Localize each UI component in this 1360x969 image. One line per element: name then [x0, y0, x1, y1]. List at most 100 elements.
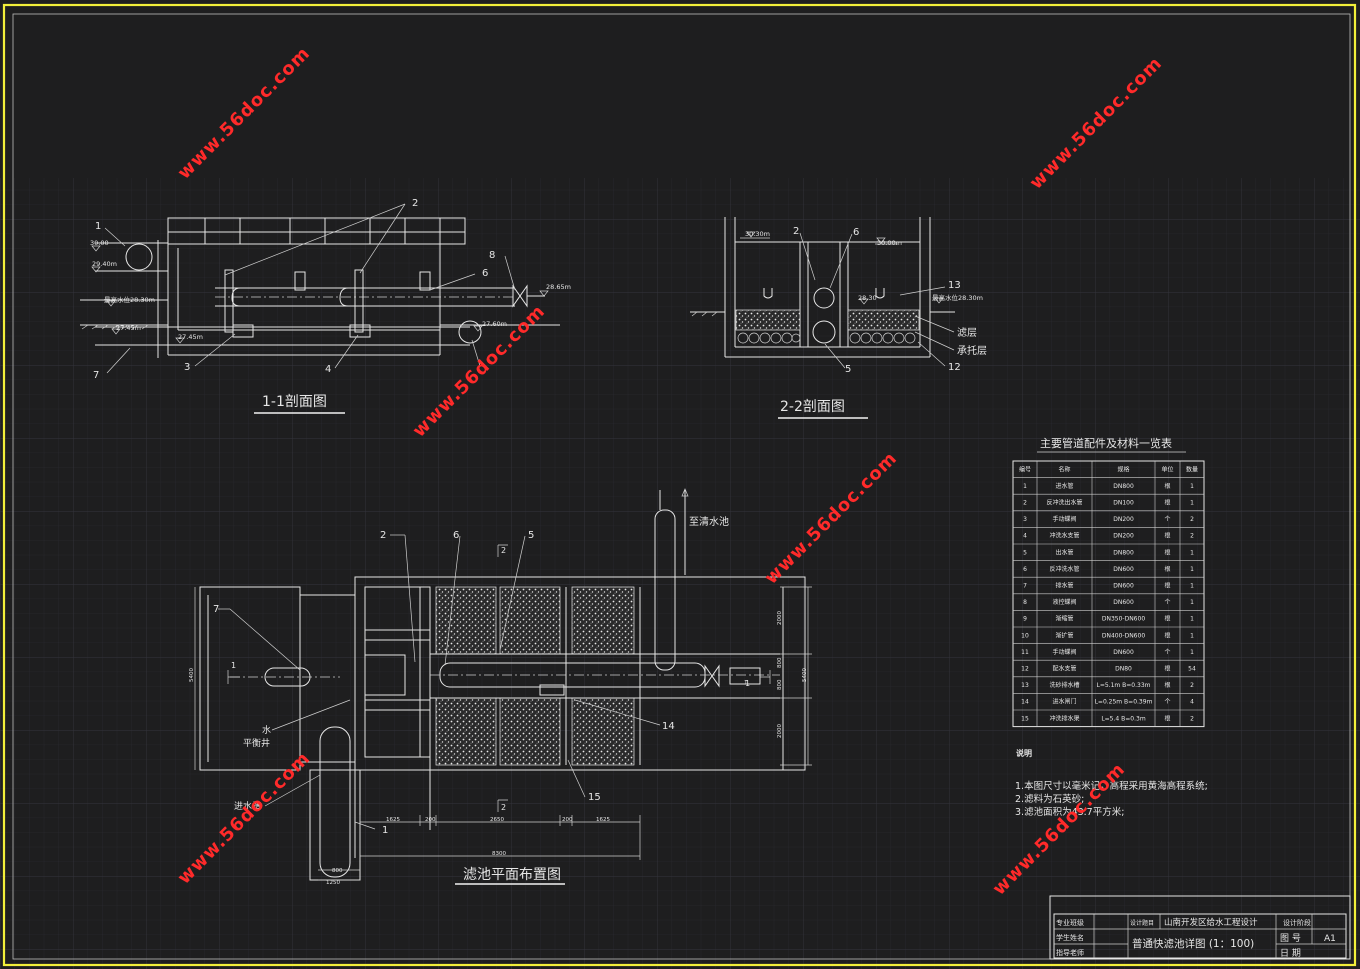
table-cell: DN800: [1113, 483, 1134, 490]
note-line-1: 1.本图尺寸以毫米记，高程采用黄海高程系统;: [1015, 780, 1208, 792]
dim-1: 1: [744, 680, 748, 686]
section-2-2-callouts: 2 6 13 5 12: [793, 226, 961, 375]
outer-frame: [2, 3, 1357, 967]
table-cell: 反冲洗水管: [1049, 565, 1079, 573]
table-cell: 1: [1190, 583, 1194, 590]
table-cell: 冲洗水支管: [1049, 532, 1079, 540]
callout-4: 4: [325, 364, 331, 375]
table-cell: 反冲洗出水管: [1046, 499, 1082, 507]
elev-30-00-b: 30.00m: [877, 239, 902, 247]
section-1-1-elevations: 30.00 29.40m 最高水位28.30m 27.45m 27.45m 28…: [90, 239, 571, 341]
table-cell: 2: [1190, 682, 1194, 689]
elev-27-45-a: 27.45m: [116, 324, 141, 332]
table-cell: 根: [1164, 482, 1170, 490]
table-title: 主要管道配件及材料一览表: [1040, 436, 1172, 450]
table-cell: 1: [1190, 649, 1194, 656]
table-cell: 1: [1190, 632, 1194, 639]
table-cell: 个: [1164, 599, 1170, 606]
filter-layer-left: [735, 309, 801, 331]
table-header-cell: 编号: [1019, 465, 1031, 473]
background-grid-major: [0, 178, 1360, 969]
callout-6: 6: [482, 268, 488, 279]
callout-2-13: 13: [948, 280, 961, 291]
dim-1625-left: 1625: [386, 817, 400, 823]
elev-27-45-b: 27.45m: [178, 333, 203, 341]
plan-view: [194, 488, 812, 885]
tb-sheet-label: 图 号: [1280, 933, 1301, 944]
inlet-well-label: 进水槽: [234, 800, 261, 812]
elev-27-60: 27.60m: [482, 320, 507, 328]
table-cell: 进水管: [1055, 482, 1073, 490]
table-cell: 根: [1164, 565, 1170, 573]
table-cell: 8: [1023, 599, 1027, 606]
table-cell: 排水管: [1055, 582, 1073, 590]
dim-5400-left: 5400: [189, 668, 195, 682]
filter-cell-4: [435, 697, 497, 766]
table-cell: 1: [1023, 483, 1027, 490]
table-cell: 1: [1190, 500, 1194, 507]
table-cell: 出水管: [1055, 548, 1073, 556]
filter-cell-1: [435, 586, 497, 655]
callout-1: 1: [95, 221, 101, 232]
dim-200-b: 200: [562, 817, 573, 823]
table-cell: DN200: [1113, 516, 1134, 523]
table-cell: DN400-DN600: [1102, 632, 1145, 639]
table-cell: 2: [1190, 533, 1194, 540]
table-cell: DN800: [1113, 549, 1134, 556]
dim-800-c: 800: [332, 868, 343, 874]
table-cell: 渐扩管: [1055, 631, 1073, 639]
table-cell: DN80: [1115, 666, 1132, 673]
plan-section-marks: 1 1 2 2: [231, 546, 750, 812]
table-cell: 手动蝶阀: [1052, 515, 1076, 523]
table-cell: DN600: [1113, 599, 1134, 606]
callout-2-12: 12: [948, 362, 961, 373]
balance-well-label-1: 水: [262, 724, 271, 736]
dim-200-a: 200: [425, 817, 436, 823]
table-cell: 2: [1190, 715, 1194, 722]
elev-28-65: 28.65m: [546, 283, 571, 291]
table-cell: 1: [1190, 599, 1194, 606]
table-cell: 根: [1164, 582, 1170, 590]
table-header-cell: 单位: [1161, 465, 1173, 473]
plan-callout-5: 5: [528, 530, 534, 541]
filter-cell-3: [571, 586, 635, 655]
table-cell: 根: [1164, 499, 1170, 507]
dim-1625-right: 1625: [596, 817, 610, 823]
balance-well-label-2: 平衡井: [243, 737, 270, 749]
layer-support-label: 承托层: [957, 344, 987, 357]
table-header-cell: 名称: [1058, 465, 1070, 473]
tb-date-label: 日 期: [1280, 948, 1301, 959]
table-header-cell: 数量: [1186, 465, 1198, 473]
tb-project: 山南开发区给水工程设计: [1164, 917, 1258, 928]
table-cell: 个: [1164, 699, 1170, 706]
plan-callout-7: 7: [213, 604, 219, 615]
table-cell: 7: [1023, 583, 1027, 590]
plan-callout-14: 14: [662, 721, 675, 732]
plan-callouts: 2 6 5 7 14 15 1: [213, 530, 675, 836]
table-cell: 个: [1164, 516, 1170, 523]
callout-2-2: 2: [793, 226, 799, 237]
elev-28-30: 28.30: [858, 294, 877, 302]
watermark-2: www.56doc.com: [1026, 53, 1167, 194]
callout-8: 8: [489, 250, 495, 261]
table-cell: DN600: [1113, 566, 1134, 573]
table-cell: 11: [1021, 649, 1029, 656]
table-cell: 54: [1188, 666, 1196, 673]
elev-30-30: 30.30m: [745, 230, 770, 238]
elev-high-water-b: 最高水位28.30m: [932, 293, 983, 302]
table-cell: DN600: [1113, 649, 1134, 656]
callout-7: 7: [93, 370, 99, 381]
section-mark-1-left: 1: [231, 661, 236, 670]
table-cell: DN350-DN600: [1102, 616, 1145, 623]
elev-high-water: 最高水位28.30m: [104, 295, 155, 304]
table-cell: DN600: [1113, 583, 1134, 590]
plan-callout-2: 2: [380, 530, 386, 541]
filter-layer-right: [847, 309, 920, 331]
dim-1250: 1250: [326, 880, 340, 886]
table-cell: 洗砂排水槽: [1049, 681, 1079, 689]
watermark-1: www.56doc.com: [174, 43, 315, 184]
note-line-2: 2.滤料为石英砂;: [1015, 793, 1084, 805]
table-cell: 1: [1190, 616, 1194, 623]
tb-stage-label: 设计阶段: [1283, 918, 1311, 927]
table-cell: L=5.4 B=0.3m: [1101, 715, 1146, 722]
